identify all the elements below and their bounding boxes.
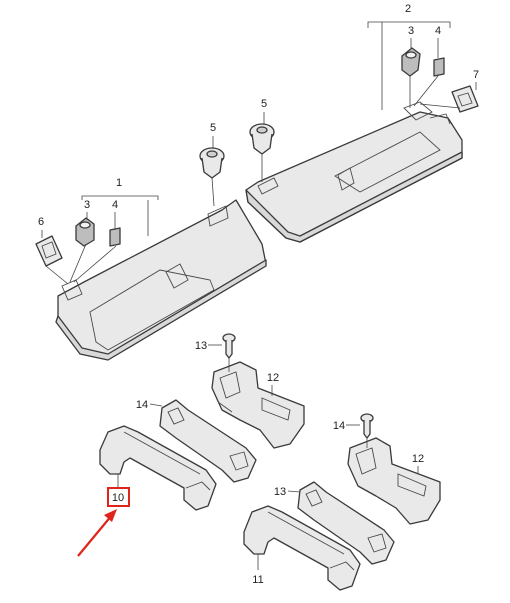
callout-label: 7 [473,69,479,81]
callout-label: 4 [435,25,441,37]
clip-3-left [75,217,95,247]
mount-7 [451,85,479,113]
callout-label: 14 [136,399,148,411]
mount-6 [35,235,63,267]
callout-label: 5 [261,98,267,110]
callout-label: 12 [412,453,424,465]
grab-handle-11 [243,505,361,591]
clip-4-left [109,227,121,247]
pivot-5-left [199,147,225,179]
screw-13-upper [222,333,236,359]
screw-13-lower [360,413,374,439]
clip-3-right [401,47,421,77]
bracket-12-upper [211,361,305,449]
callout-label: 11 [252,574,263,586]
right-sun-visor [245,101,463,243]
callout-label: 3 [408,25,414,37]
frame-14-upper [159,399,257,483]
frame-14-lower [297,481,395,565]
callout-label: 13 [195,340,207,352]
clip-4-right [433,57,445,77]
pivot-5-right [249,123,275,155]
callout-label: 3 [84,199,90,211]
callout-label: 14 [333,420,345,432]
grab-handle-10 [99,425,217,511]
callout-label: 1 [116,177,122,189]
callout-label: 6 [38,216,44,228]
leader-lines [41,21,477,570]
bracket-12-lower [347,437,441,525]
callout-label: 5 [210,122,216,134]
pointer-arrow [77,509,117,557]
callout-label: 2 [405,3,411,15]
highlight-box [107,487,130,507]
left-sun-visor [55,199,267,361]
callout-label: 12 [267,372,279,384]
callout-label: 4 [112,199,118,211]
callout-label: 13 [274,486,286,498]
callout-label-10: 10 [112,492,124,504]
